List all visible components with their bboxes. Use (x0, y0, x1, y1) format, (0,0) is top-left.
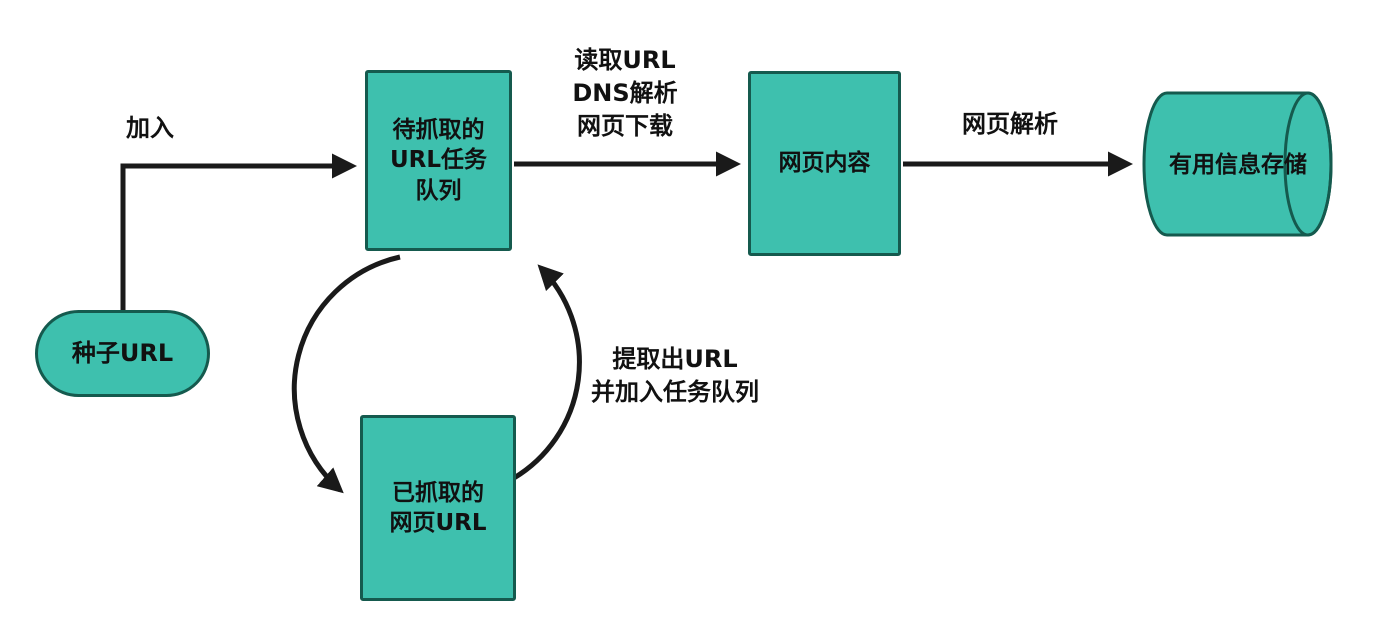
arrow-loop-down (291, 254, 401, 494)
node-page-content-label: 网页内容 (778, 150, 871, 177)
node-url-task-queue-label: 待抓取的 URL任务 队列 (389, 116, 488, 204)
node-page-content: 网页内容 (748, 71, 901, 256)
node-seed-url-label: 种子URL (71, 338, 174, 367)
edge-label-extract: 提取出URL 并加入任务队列 (591, 345, 759, 407)
storage-cylinder-rim (1283, 91, 1333, 237)
storage-cylinder (1142, 91, 1333, 237)
node-crawled-urls-label: 已抓取的 网页URL (389, 479, 487, 536)
edge-label-fetch: 读取URL DNS解析 网页下载 (572, 46, 678, 141)
node-crawled-urls: 已抓取的 网页URL (360, 415, 516, 601)
node-url-task-queue: 待抓取的 URL任务 队列 (365, 70, 512, 251)
edge-label-parse: 网页解析 (962, 110, 1058, 138)
arrow-join (120, 153, 357, 311)
edge-label-join: 加入 (126, 114, 174, 142)
node-seed-url: 种子URL (35, 310, 210, 397)
arrow-loop-up (512, 264, 582, 481)
node-storage-label: 有用信息存储 (1169, 152, 1307, 178)
